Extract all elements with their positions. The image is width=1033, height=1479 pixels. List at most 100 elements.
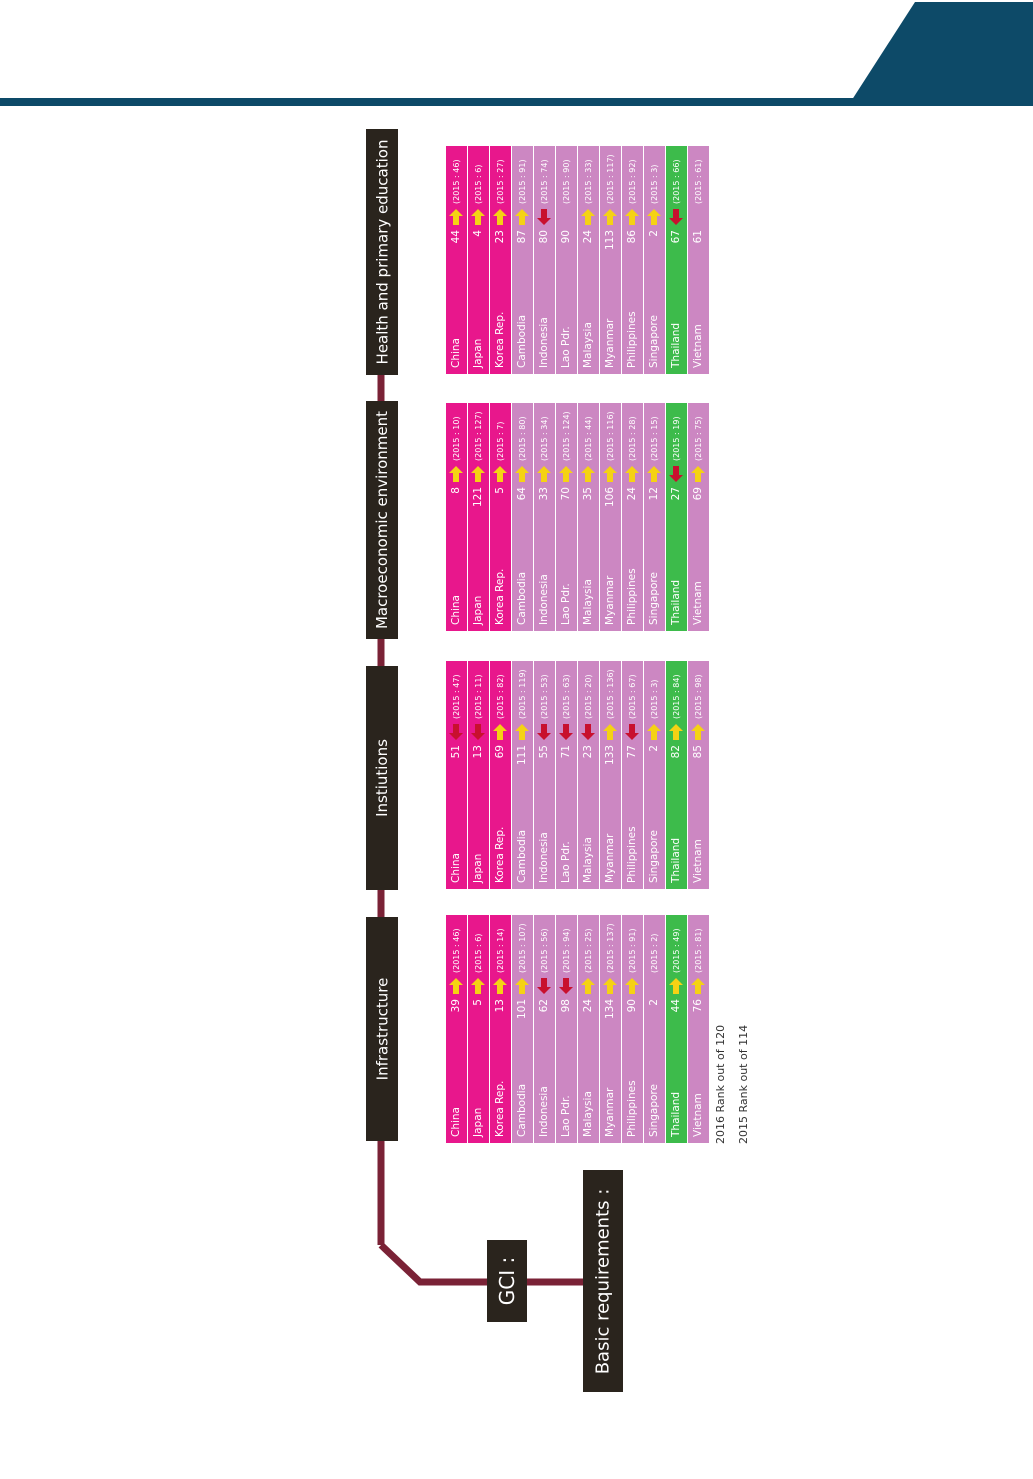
rank-2015: (2015 : 107) <box>517 923 527 973</box>
rank-2016: 2 <box>648 230 661 237</box>
country-name: Indonesia <box>538 1086 551 1137</box>
arrow-declined-icon <box>669 209 683 225</box>
country-name: Japan <box>472 853 485 883</box>
country-name: Singapore <box>648 1084 661 1137</box>
arrow-improved-icon <box>647 724 661 740</box>
table-row: Indonesia 62 (2015 : 56) <box>534 915 555 1143</box>
arrow-improved-icon <box>515 978 529 994</box>
rank-2015: (2015 : 116) <box>605 411 615 461</box>
arrow-improved-icon <box>603 466 617 482</box>
country-name: Cambodia <box>516 571 529 625</box>
country-name: Indonesia <box>538 832 551 883</box>
arrow-improved-icon <box>625 466 639 482</box>
country-name: Philippines <box>626 568 639 625</box>
country-name: Lao Pdr. <box>560 326 573 368</box>
group-label-text: Basic requirements : <box>592 1188 614 1374</box>
group-label-basic-requirements: Basic requirements : <box>583 1170 623 1392</box>
rank-2016: 35 <box>582 487 595 501</box>
arrow-improved-icon <box>559 466 573 482</box>
arrow-improved-icon <box>691 466 705 482</box>
rank-2016: 98 <box>560 999 573 1013</box>
rank-2016: 62 <box>538 999 551 1013</box>
arrow-improved-icon <box>449 466 463 482</box>
rank-2015: (2015 : 3) <box>649 164 659 204</box>
rank-2016: 106 <box>604 487 617 508</box>
country-name: Korea Rep. <box>494 826 507 883</box>
arrow-improved-icon <box>515 724 529 740</box>
rank-2016: 64 <box>516 487 529 501</box>
country-name: Korea Rep. <box>494 311 507 368</box>
rank-2015: (2015 : 47) <box>451 674 461 719</box>
rank-2015: (2015 : 46) <box>451 159 461 204</box>
legend-2015: 2015 Rank out of 114 <box>737 1024 750 1144</box>
arrow-declined-icon <box>449 724 463 740</box>
country-name: Cambodia <box>516 829 529 883</box>
rank-2015: (2015 : 136) <box>605 669 615 719</box>
rank-2016: 33 <box>538 487 551 501</box>
country-name: Lao Pdr. <box>560 1095 573 1137</box>
rank-2015: (2015 : 91) <box>627 928 637 973</box>
table-row: Korea Rep.69(2015 : 82) <box>490 661 511 889</box>
rank-2016: 24 <box>582 230 595 244</box>
rank-2015: (2015 : 28) <box>627 416 637 461</box>
rank-2015: (2015 : 7) <box>495 421 505 461</box>
arrow-declined-icon <box>581 724 595 740</box>
arrow-improved-icon <box>493 978 507 994</box>
table-row: Lao Pdr. 98 (2015 : 94) <box>556 915 577 1143</box>
rank-2015: (2015 : 74) <box>539 159 549 204</box>
rank-2016: 67 <box>670 230 683 244</box>
rank-2016: 61 <box>692 230 705 244</box>
rank-2015: (2015 : 56) <box>539 928 549 973</box>
arrow-improved-icon <box>647 209 661 225</box>
rank-2016: 101 <box>516 999 529 1020</box>
pillar-label-macroeconomic-environment: Macroeconomic environment <box>366 401 398 639</box>
country-name: Malaysia <box>582 1091 595 1137</box>
rank-2015: (2015 : 53) <box>539 674 549 719</box>
rank-2015: (2015 : 33) <box>583 159 593 204</box>
rank-2016: 76 <box>692 999 705 1013</box>
rank-2016: 2 <box>648 999 661 1006</box>
rank-2015: (2015 : 25) <box>583 928 593 973</box>
rank-2016: 27 <box>670 487 683 501</box>
rank-2015: (2015 : 46) <box>451 928 461 973</box>
rank-2016: 85 <box>692 745 705 759</box>
country-name: Vietnam <box>692 581 705 625</box>
rank-2015: (2015 : 91) <box>517 159 527 204</box>
rank-2015: (2015 : 20) <box>583 674 593 719</box>
arrow-declined-icon <box>537 724 551 740</box>
table-row: Lao Pdr.70(2015 : 124) <box>556 403 577 631</box>
rank-2016: 111 <box>516 745 529 766</box>
rank-2015: (2015 : 2) <box>649 933 659 973</box>
arrow-improved-icon <box>691 978 705 994</box>
country-name: Philippines <box>626 311 639 368</box>
country-name: Cambodia <box>516 314 529 368</box>
arrow-improved-icon <box>471 209 485 225</box>
rank-2016: 4 <box>472 230 485 237</box>
arrow-improved-icon <box>471 466 485 482</box>
country-name: Singapore <box>648 830 661 883</box>
arrow-improved-icon <box>449 978 463 994</box>
rank-2016: 24 <box>626 487 639 501</box>
country-name: Vietnam <box>692 324 705 368</box>
rank-2016: 55 <box>538 745 551 759</box>
table-row: Lao Pdr.71(2015 : 63) <box>556 661 577 889</box>
rank-2016: 71 <box>560 745 573 759</box>
rank-2015: (2015 : 94) <box>561 928 571 973</box>
country-name: Indonesia <box>538 317 551 368</box>
table-row: Indonesia 55 (2015 : 53) <box>534 661 555 889</box>
